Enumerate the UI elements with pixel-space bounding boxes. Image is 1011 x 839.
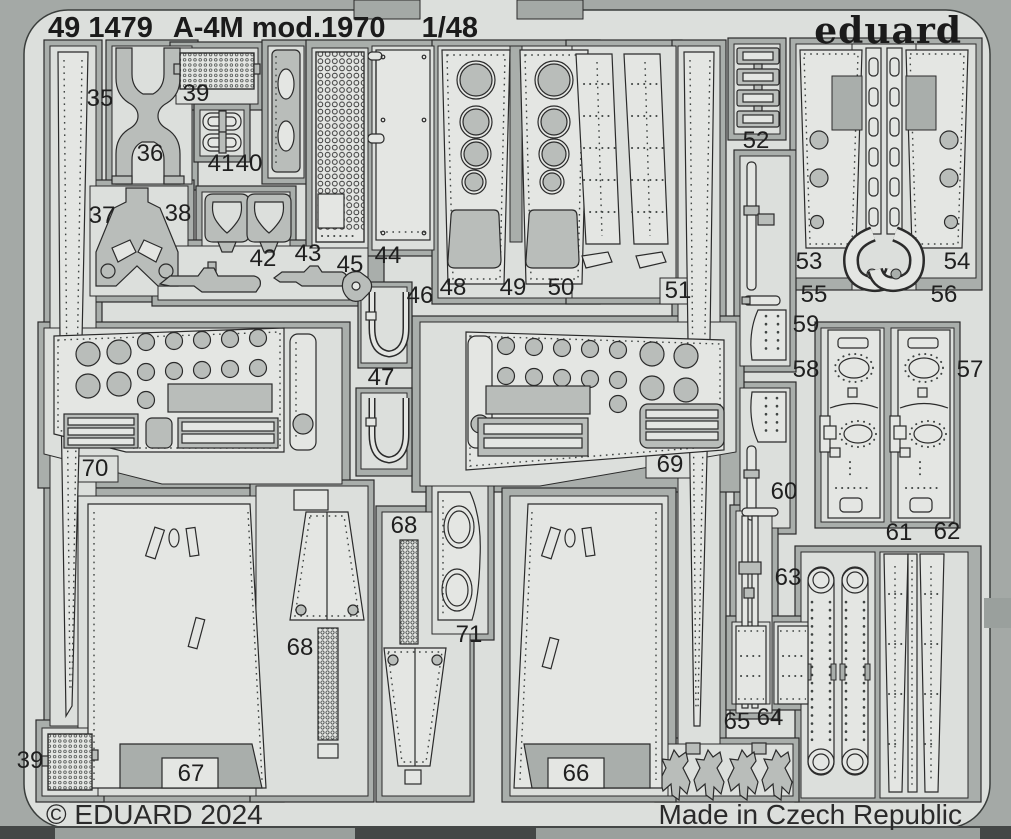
part-68-left	[289, 489, 365, 759]
part-39-bottom	[41, 733, 99, 791]
product-name: A-4M mod.1970	[173, 12, 386, 44]
part-60	[741, 391, 787, 521]
part-68-right	[383, 539, 447, 785]
part-66	[513, 503, 663, 789]
part-label-65: 65	[724, 708, 751, 735]
part-40	[271, 49, 301, 173]
part-58	[819, 329, 881, 519]
part-70	[53, 327, 317, 453]
part-label-49: 49	[500, 274, 527, 301]
part-36-foot-right	[163, 175, 185, 185]
top-tab-right	[516, 0, 584, 20]
part-label-46: 46	[407, 282, 434, 309]
right-edge-tab	[984, 598, 1011, 628]
part-label-56: 56	[931, 281, 958, 308]
canopy-claw-parts	[659, 742, 793, 801]
part-label-35: 35	[87, 85, 114, 112]
part-56	[867, 47, 926, 293]
part-62	[883, 553, 945, 793]
part-label-61: 61	[886, 519, 913, 546]
part-label-38: 38	[165, 200, 192, 227]
part-label-64: 64	[757, 704, 784, 731]
part-label-53: 53	[796, 248, 823, 275]
part-69	[465, 331, 725, 471]
part-label-47: 47	[368, 364, 395, 391]
part-label-57: 57	[957, 356, 984, 383]
part-54	[905, 49, 969, 249]
scale: 1/48	[422, 12, 478, 44]
catalog-number: 49 1479	[48, 12, 153, 44]
part-label-71: 71	[456, 621, 483, 648]
part-label-52: 52	[743, 127, 770, 154]
part-label-39-top: 39	[183, 80, 210, 107]
part-42	[158, 261, 261, 293]
part-label-62: 62	[934, 518, 961, 545]
part-label-60: 60	[771, 478, 798, 505]
part-label-45: 45	[337, 251, 364, 278]
part-label-67: 67	[178, 760, 205, 787]
part-63	[738, 515, 762, 709]
part-label-48: 48	[440, 274, 467, 301]
part-43	[272, 265, 348, 287]
part-label-66: 66	[563, 760, 590, 787]
bottom-tab-left	[55, 828, 355, 839]
part-label-69: 69	[657, 451, 684, 478]
part-label-41: 41	[208, 150, 235, 177]
part-label-43: 43	[295, 240, 322, 267]
part-label-51: 51	[665, 277, 692, 304]
part-44	[367, 49, 431, 241]
part-label-50: 50	[548, 274, 575, 301]
made-in-text: Made in Czech Republic	[659, 799, 963, 830]
part-50	[575, 53, 669, 269]
part-label-59: 59	[793, 311, 820, 338]
part-57	[889, 329, 951, 519]
top-edge-gap	[420, 0, 517, 11]
part-44-perforated	[315, 51, 365, 243]
part-64	[777, 625, 809, 705]
part-41-a	[202, 110, 242, 133]
sheet-title: 49 1479 A-4M mod.1970 1/48	[48, 12, 478, 44]
part-label-37: 37	[89, 202, 116, 229]
part-label-42: 42	[250, 245, 277, 272]
part-label-40: 40	[236, 150, 263, 177]
part-48	[441, 49, 511, 285]
bottom-tab-right	[536, 828, 980, 839]
part-53	[799, 49, 863, 249]
part-label-68-right: 68	[391, 512, 418, 539]
part-label-68-left: 68	[287, 634, 314, 661]
part-71	[437, 491, 481, 621]
part-65	[735, 625, 767, 705]
part-39-top	[173, 52, 261, 90]
part-label-44: 44	[375, 242, 402, 269]
part-67	[87, 503, 267, 789]
part-52	[736, 47, 780, 128]
part-label-54: 54	[944, 248, 971, 275]
part-label-63: 63	[775, 564, 802, 591]
copyright-text: © EDUARD 2024	[46, 799, 263, 830]
eduard-logo: eduard	[814, 10, 962, 52]
part-label-55: 55	[801, 281, 828, 308]
part-label-70: 70	[82, 455, 109, 482]
part-59	[741, 161, 787, 361]
part-label-39-bottom: 39	[17, 747, 44, 774]
part-label-36: 36	[137, 140, 164, 167]
part-label-58: 58	[793, 356, 820, 383]
part-37	[95, 187, 179, 287]
part-36-foot-left	[111, 175, 133, 185]
top-tab-left	[353, 0, 421, 20]
